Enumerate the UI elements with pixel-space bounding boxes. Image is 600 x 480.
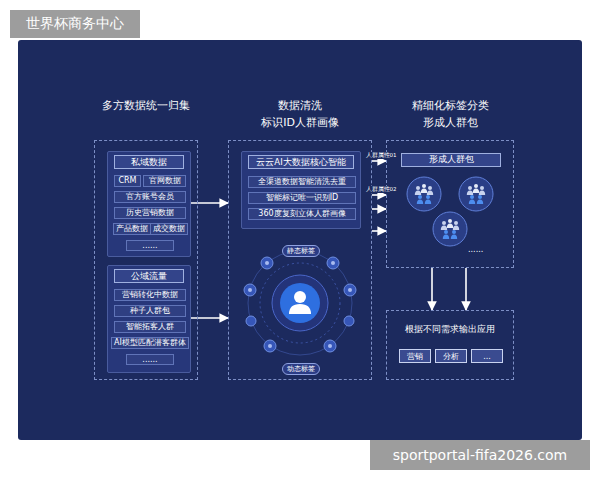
watermark: sportportal-fifa2026.com [370, 440, 590, 470]
box-text: 官方账号会员 [126, 192, 174, 202]
data-tag: CRM [114, 175, 141, 187]
data-tag: 360度复刻立体人群画像 [248, 208, 356, 220]
data-tag: 成交数据 [150, 223, 188, 235]
ellipsis-note: ...... [468, 245, 483, 254]
column-heading: 数据清洗 标识ID人群画像 [240, 97, 360, 131]
group-box: 云云AI大数据核心智能全渠道数据智能清洗去重智能标记唯一识别ID 360度复刻立体… [241, 151, 361, 229]
column-heading: 精细化标签分类 形成人群包 [390, 97, 510, 131]
watermark: 世界杯商务中心 [10, 10, 140, 38]
data-tag: 官网数据 [143, 175, 186, 187]
data-tag: ...... [126, 354, 174, 365]
group-box: 公域流量营销转化中数据种子人群包智能拓客人群 AI模型匹配潜客群体...... [107, 265, 191, 373]
box-text: CRM [118, 176, 136, 186]
box-text: 种子人群包 [130, 306, 170, 316]
box-text: 云云AI大数据核心智能 [248, 155, 354, 169]
column-heading: 多方数据统一归集 [86, 97, 206, 114]
tag-pill: 动态标签 [282, 363, 320, 375]
edge-label: 人群属性01 [365, 152, 398, 159]
box-text: 营销转化中数据 [122, 290, 178, 300]
data-tag: 产品数据 [113, 223, 151, 235]
data-tag: AI模型匹配潜客群体 [111, 337, 189, 349]
flow-arrow [372, 208, 386, 210]
flow-arrow [372, 230, 386, 232]
region-box: 数据清洗 标识ID人群画像云云AI大数据核心智能全渠道数据智能清洗去重智能标记唯… [228, 140, 372, 380]
profile-illustration [244, 251, 356, 355]
box-text: 形成人群包 [429, 154, 474, 166]
data-tag: 智能标记唯一识别ID [248, 192, 356, 204]
box-text: 官网数据 [149, 176, 181, 186]
tag-pill: 静态标签 [282, 245, 320, 257]
region-box: 精细化标签分类 形成人群包形成人群包 [386, 140, 514, 268]
box-text: 根据不同需求输出应用 [387, 323, 513, 335]
box-text: 动态标签 [287, 364, 315, 374]
box-text: ...... [142, 241, 157, 251]
crowd-icons [407, 177, 493, 246]
app-button: ... [471, 349, 503, 363]
data-tag: 种子人群包 [114, 305, 186, 317]
box-text: 历史营销数据 [126, 208, 174, 218]
data-tag: 智能拓客人群 [114, 321, 186, 333]
flow-arrow [372, 194, 386, 196]
box-text: 公域流量 [114, 269, 184, 283]
box-text: 智能标记唯一识别ID [266, 193, 339, 203]
output-box: 根据不同需求输出应用营销 分析... [386, 310, 514, 380]
app-button: 营销 [399, 349, 431, 363]
box-text: 智能拓客人群 [126, 322, 174, 332]
box-text: 分析 [443, 351, 459, 362]
box-text: AI模型匹配潜客群体 [114, 338, 186, 348]
data-tag: 营销转化中数据 [114, 289, 186, 301]
flow-arrow [191, 317, 228, 319]
box-text: 成交数据 [153, 224, 185, 234]
group-box: 私域数据 CRM 官网数据官方账号会员历史营销数据产品数据成交数据...... [107, 151, 191, 257]
app-button: 分析 [435, 349, 467, 363]
data-tag: 全渠道数据智能清洗去重 [248, 176, 356, 188]
region-box: 多方数据统一归集私域数据CRM官网数据官方账号会员历史营销数据产品数据成交数据.… [94, 140, 198, 380]
flow-arrow [431, 268, 433, 310]
dark-panel [18, 40, 582, 440]
box-text: ...... [142, 355, 157, 365]
header-box: 形成人群包 [401, 153, 501, 167]
flow-arrow [465, 268, 467, 310]
box-text: 私域数据 [114, 155, 184, 169]
data-tag: ...... [126, 240, 174, 251]
flow-arrow [372, 160, 386, 162]
box-text: ... [483, 352, 491, 361]
box-text: 营销 [407, 351, 423, 362]
box-text: 360度复刻立体人群画像 [258, 209, 345, 219]
data-tag: 官方账号会员 [114, 191, 186, 203]
box-text: 产品数据 [116, 224, 148, 234]
edge-label: 人群属性02 [365, 186, 398, 193]
flow-arrow [191, 202, 228, 204]
box-text: 静态标签 [287, 246, 315, 256]
data-tag: 历史营销数据 [114, 207, 186, 219]
box-text: 全渠道数据智能清洗去重 [258, 177, 346, 187]
